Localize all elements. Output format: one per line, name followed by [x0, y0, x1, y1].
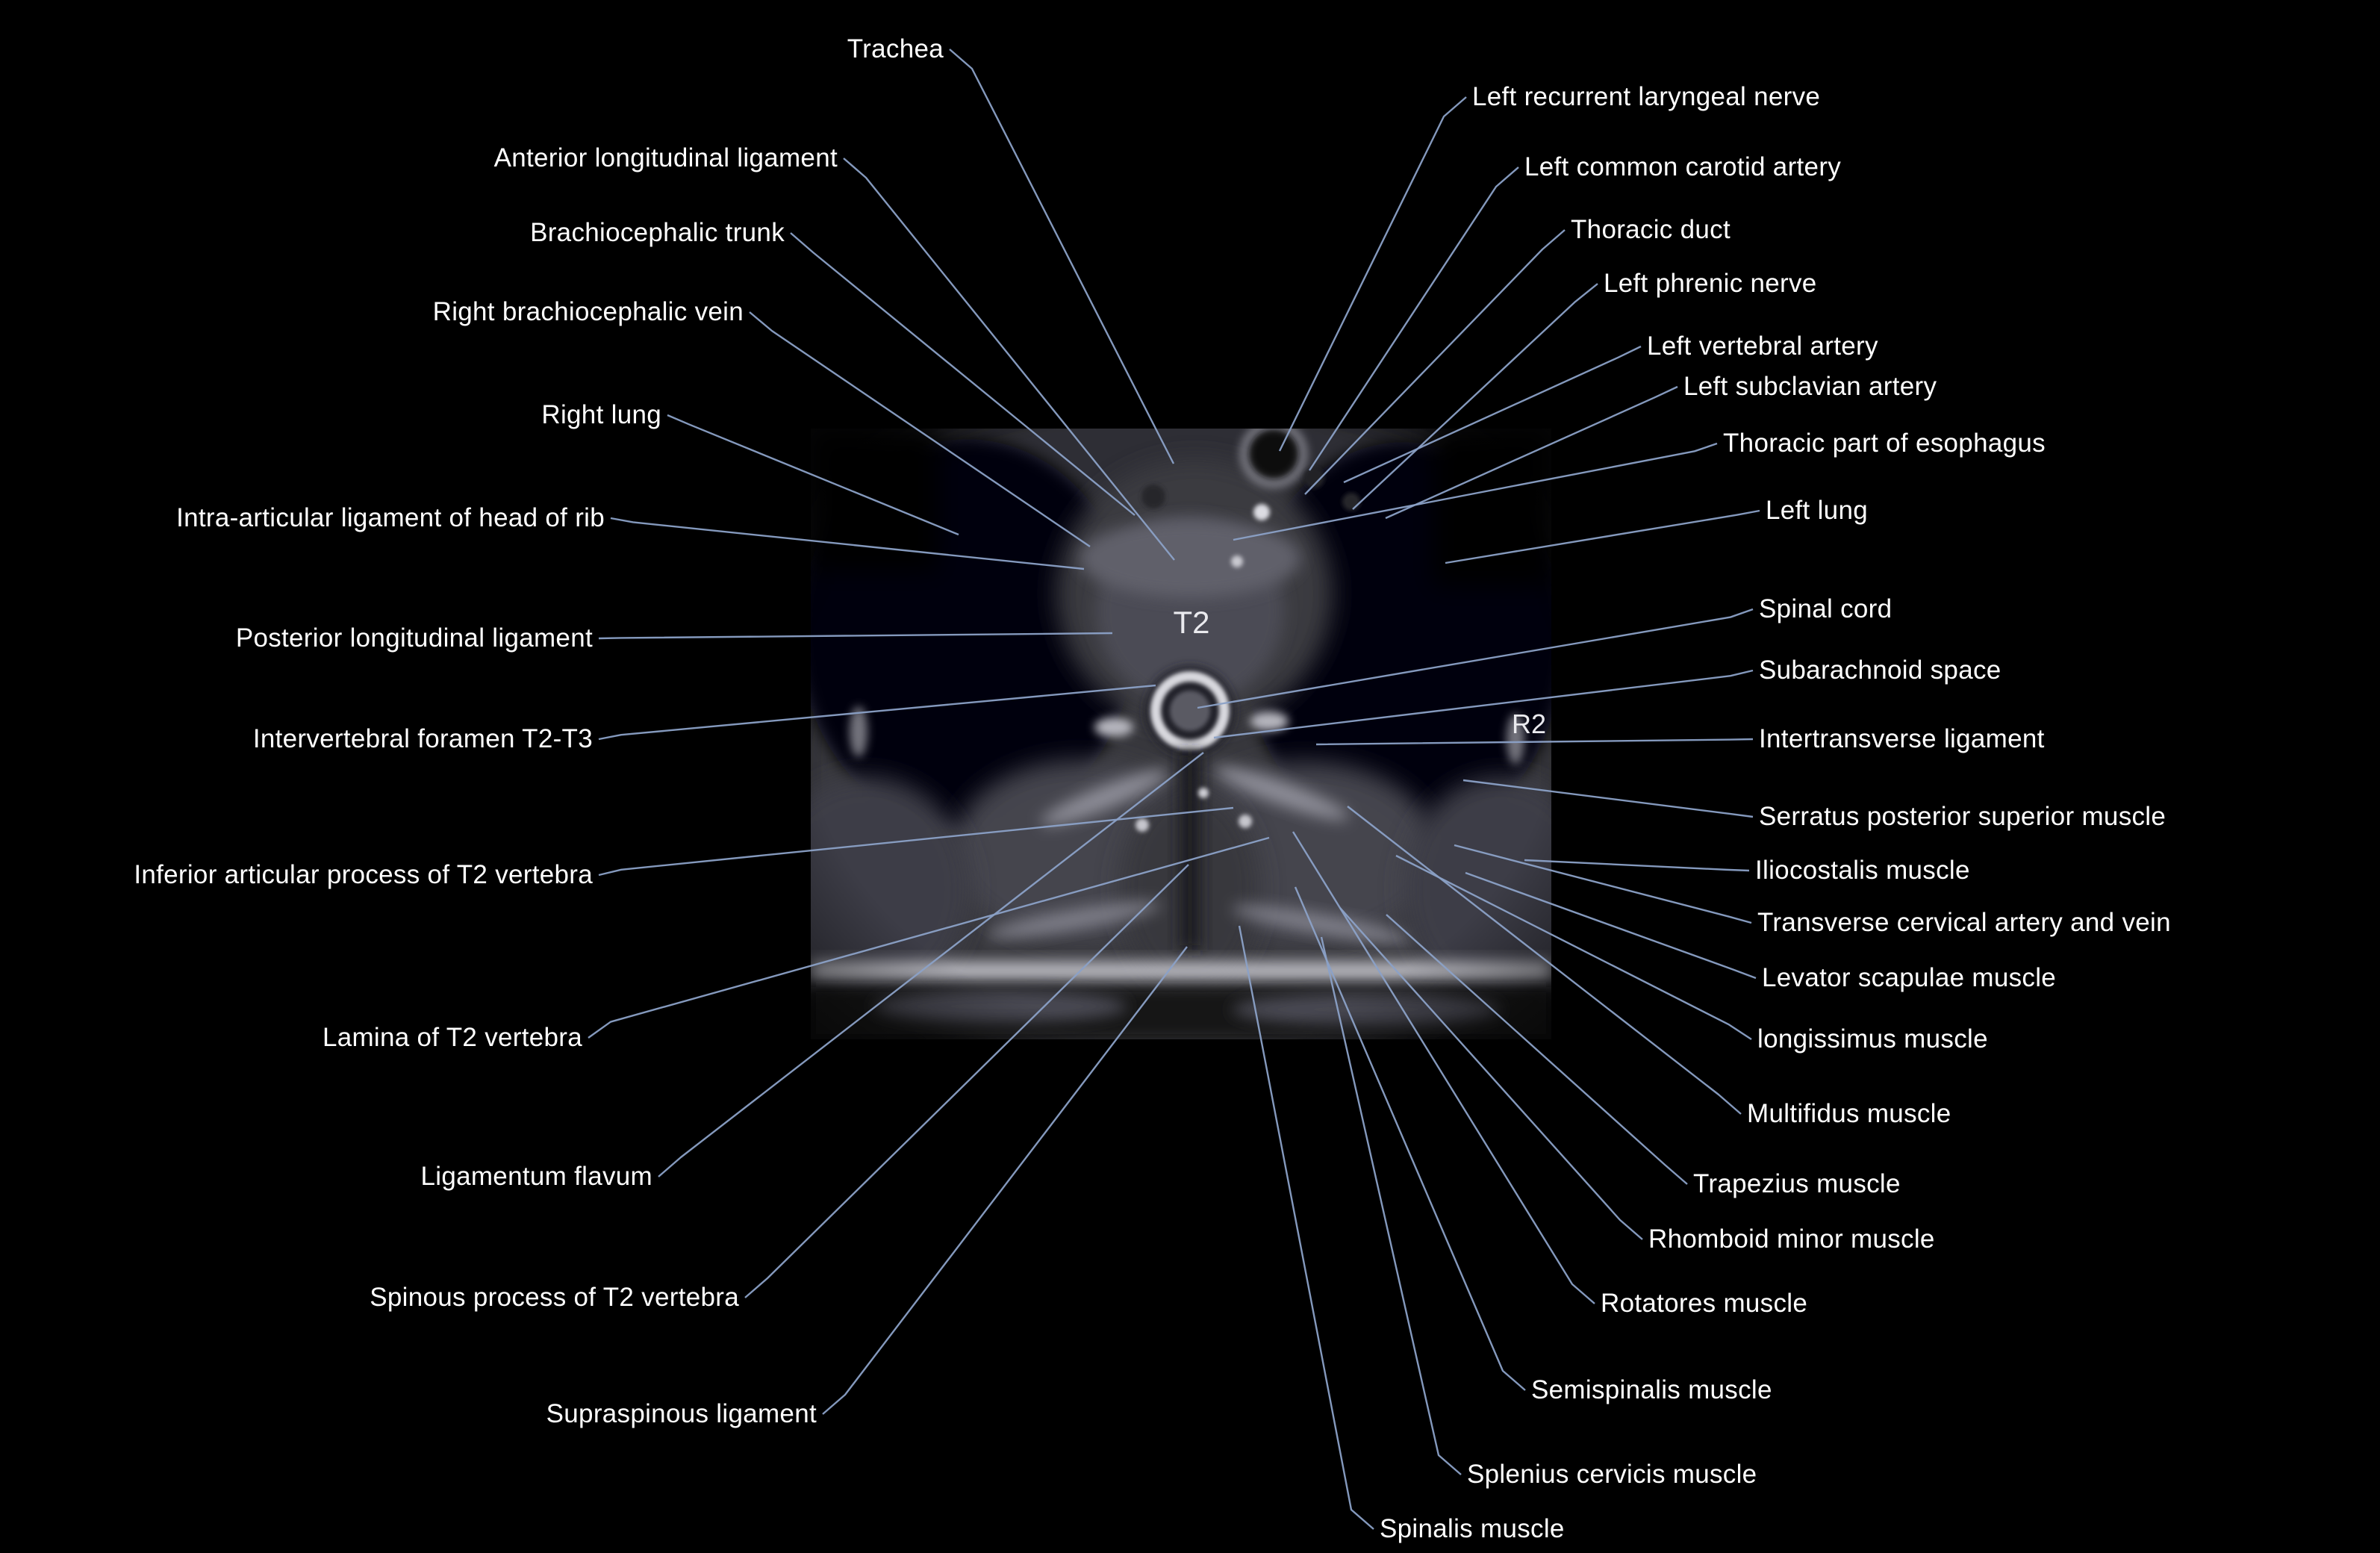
label-left-subclavian-artery: Left subclavian artery [1683, 372, 1937, 401]
label-right-lung: Right lung [541, 400, 661, 429]
leader-line-longissimus-muscle [1395, 854, 1752, 1041]
label-transverse-cervical-artery-and-vein: Transverse cervical artery and vein [1757, 908, 2171, 937]
label-iliocostalis-muscle: Iliocostalis muscle [1755, 856, 1970, 885]
label-anterior-longitudinal-ligament: Anterior longitudinal ligament [493, 143, 838, 172]
label-spinous-process-of-t2-vertebra: Spinous process of T2 vertebra [370, 1283, 739, 1312]
leader-line-thoracic-part-of-esophagus [1233, 442, 1718, 541]
leader-line-left-vertebral-artery [1343, 345, 1642, 484]
leader-line-thoracic-duct [1304, 229, 1566, 495]
leader-line-levator-scapulae-muscle [1465, 871, 1757, 980]
leader-line-left-recurrent-laryngeal-nerve [1278, 96, 1467, 452]
leader-line-trapezius-muscle [1386, 914, 1688, 1185]
label-lamina-of-t2-vertebra: Lamina of T2 vertebra [322, 1023, 582, 1052]
label-intertransverse-ligament: Intertransverse ligament [1759, 724, 2045, 753]
label-left-phrenic-nerve: Left phrenic nerve [1604, 269, 1817, 298]
label-splenius-cervicis-muscle: Splenius cervicis muscle [1467, 1460, 1757, 1489]
leader-line-left-phrenic-nerve [1352, 283, 1598, 510]
vertebra-level-label: T2 [1173, 605, 1209, 640]
leader-line-iliocostalis-muscle [1524, 859, 1750, 872]
leader-line-inferior-articular-process-of-t2-vertebra [598, 806, 1234, 877]
leader-lines-layer [588, 49, 1760, 1530]
label-left-recurrent-laryngeal-nerve: Left recurrent laryngeal nerve [1472, 82, 1821, 111]
label-left-common-carotid-artery: Left common carotid artery [1524, 152, 1842, 181]
mri-axial-image [811, 429, 1551, 1039]
leader-line-anterior-longitudinal-ligament [843, 158, 1175, 561]
leader-line-spinal-cord [1197, 608, 1754, 709]
label-trachea: Trachea [847, 34, 944, 63]
leader-line-posterior-longitudinal-ligament [598, 632, 1113, 640]
label-trapezius-muscle: Trapezius muscle [1693, 1169, 1901, 1198]
label-spinal-cord: Spinal cord [1759, 594, 1893, 623]
leader-line-lamina-of-t2-vertebra [588, 836, 1270, 1039]
leader-line-multifidus-muscle [1347, 806, 1742, 1115]
leader-line-brachiocephalic-trunk [790, 232, 1136, 516]
label-spinalis-muscle: Spinalis muscle [1380, 1514, 1565, 1543]
leader-line-trachea [949, 49, 1175, 464]
label-brachiocephalic-trunk: Brachiocephalic trunk [530, 218, 785, 247]
label-posterior-longitudinal-ligament: Posterior longitudinal ligament [235, 623, 593, 653]
leader-line-transverse-cervical-artery-and-vein [1454, 844, 1752, 924]
label-left-vertebral-artery: Left vertebral artery [1647, 332, 1878, 361]
label-intervertebral-foramen-t2-t3: Intervertebral foramen T2-T3 [252, 724, 593, 753]
leader-line-rhomboid-minor-muscle [1339, 907, 1643, 1240]
leader-line-spinalis-muscle [1238, 925, 1374, 1530]
label-inferior-articular-process-of-t2-vertebra: Inferior articular process of T2 vertebr… [134, 860, 593, 889]
label-longissimus-muscle: longissimus muscle [1757, 1024, 1988, 1054]
leader-line-right-lung [667, 414, 959, 536]
label-thoracic-part-of-esophagus: Thoracic part of esophagus [1723, 429, 2046, 458]
mri-vignette [811, 429, 1551, 1039]
label-rhomboid-minor-muscle: Rhomboid minor muscle [1648, 1224, 1935, 1254]
leader-line-intertransverse-ligament [1315, 738, 1754, 746]
leader-line-supraspinous-ligament [822, 946, 1188, 1415]
image-side-label: R2 [1512, 709, 1546, 739]
leader-line-splenius-cervicis-muscle [1320, 936, 1462, 1475]
label-intra-articular-ligament-of-head-of-rib: Intra-articular ligament of head of rib [176, 503, 605, 532]
leader-line-intra-articular-ligament-of-head-of-rib [610, 517, 1085, 570]
leader-line-right-brachiocephalic-vein [749, 311, 1091, 547]
label-left-lung: Left lung [1766, 496, 1868, 525]
leader-line-left-subclavian-artery [1385, 385, 1678, 520]
leader-line-left-common-carotid-artery [1308, 166, 1519, 471]
label-multifidus-muscle: Multifidus muscle [1747, 1099, 1951, 1128]
leader-line-left-lung [1445, 509, 1760, 564]
leader-line-spinous-process-of-t2-vertebra [744, 864, 1189, 1298]
label-semispinalis-muscle: Semispinalis muscle [1531, 1375, 1772, 1404]
label-rotatores-muscle: Rotatores muscle [1601, 1289, 1808, 1318]
leader-line-intervertebral-foramen-t2-t3 [598, 684, 1156, 741]
label-right-brachiocephalic-vein: Right brachiocephalic vein [432, 297, 744, 326]
label-levator-scapulae-muscle: Levator scapulae muscle [1762, 963, 2057, 992]
label-subarachnoid-space: Subarachnoid space [1759, 656, 2001, 685]
label-serratus-posterior-superior-muscle: Serratus posterior superior muscle [1759, 802, 2166, 831]
label-thoracic-duct: Thoracic duct [1571, 215, 1731, 244]
label-supraspinous-ligament: Supraspinous ligament [546, 1399, 817, 1428]
label-ligamentum-flavum: Ligamentum flavum [420, 1162, 652, 1191]
leader-line-semispinalis-muscle [1294, 886, 1526, 1391]
leader-line-ligamentum-flavum [658, 752, 1204, 1177]
leader-line-subarachnoid-space [1213, 669, 1754, 739]
leader-line-rotatores-muscle [1292, 831, 1595, 1304]
leader-line-serratus-posterior-superior-muscle [1462, 779, 1754, 818]
